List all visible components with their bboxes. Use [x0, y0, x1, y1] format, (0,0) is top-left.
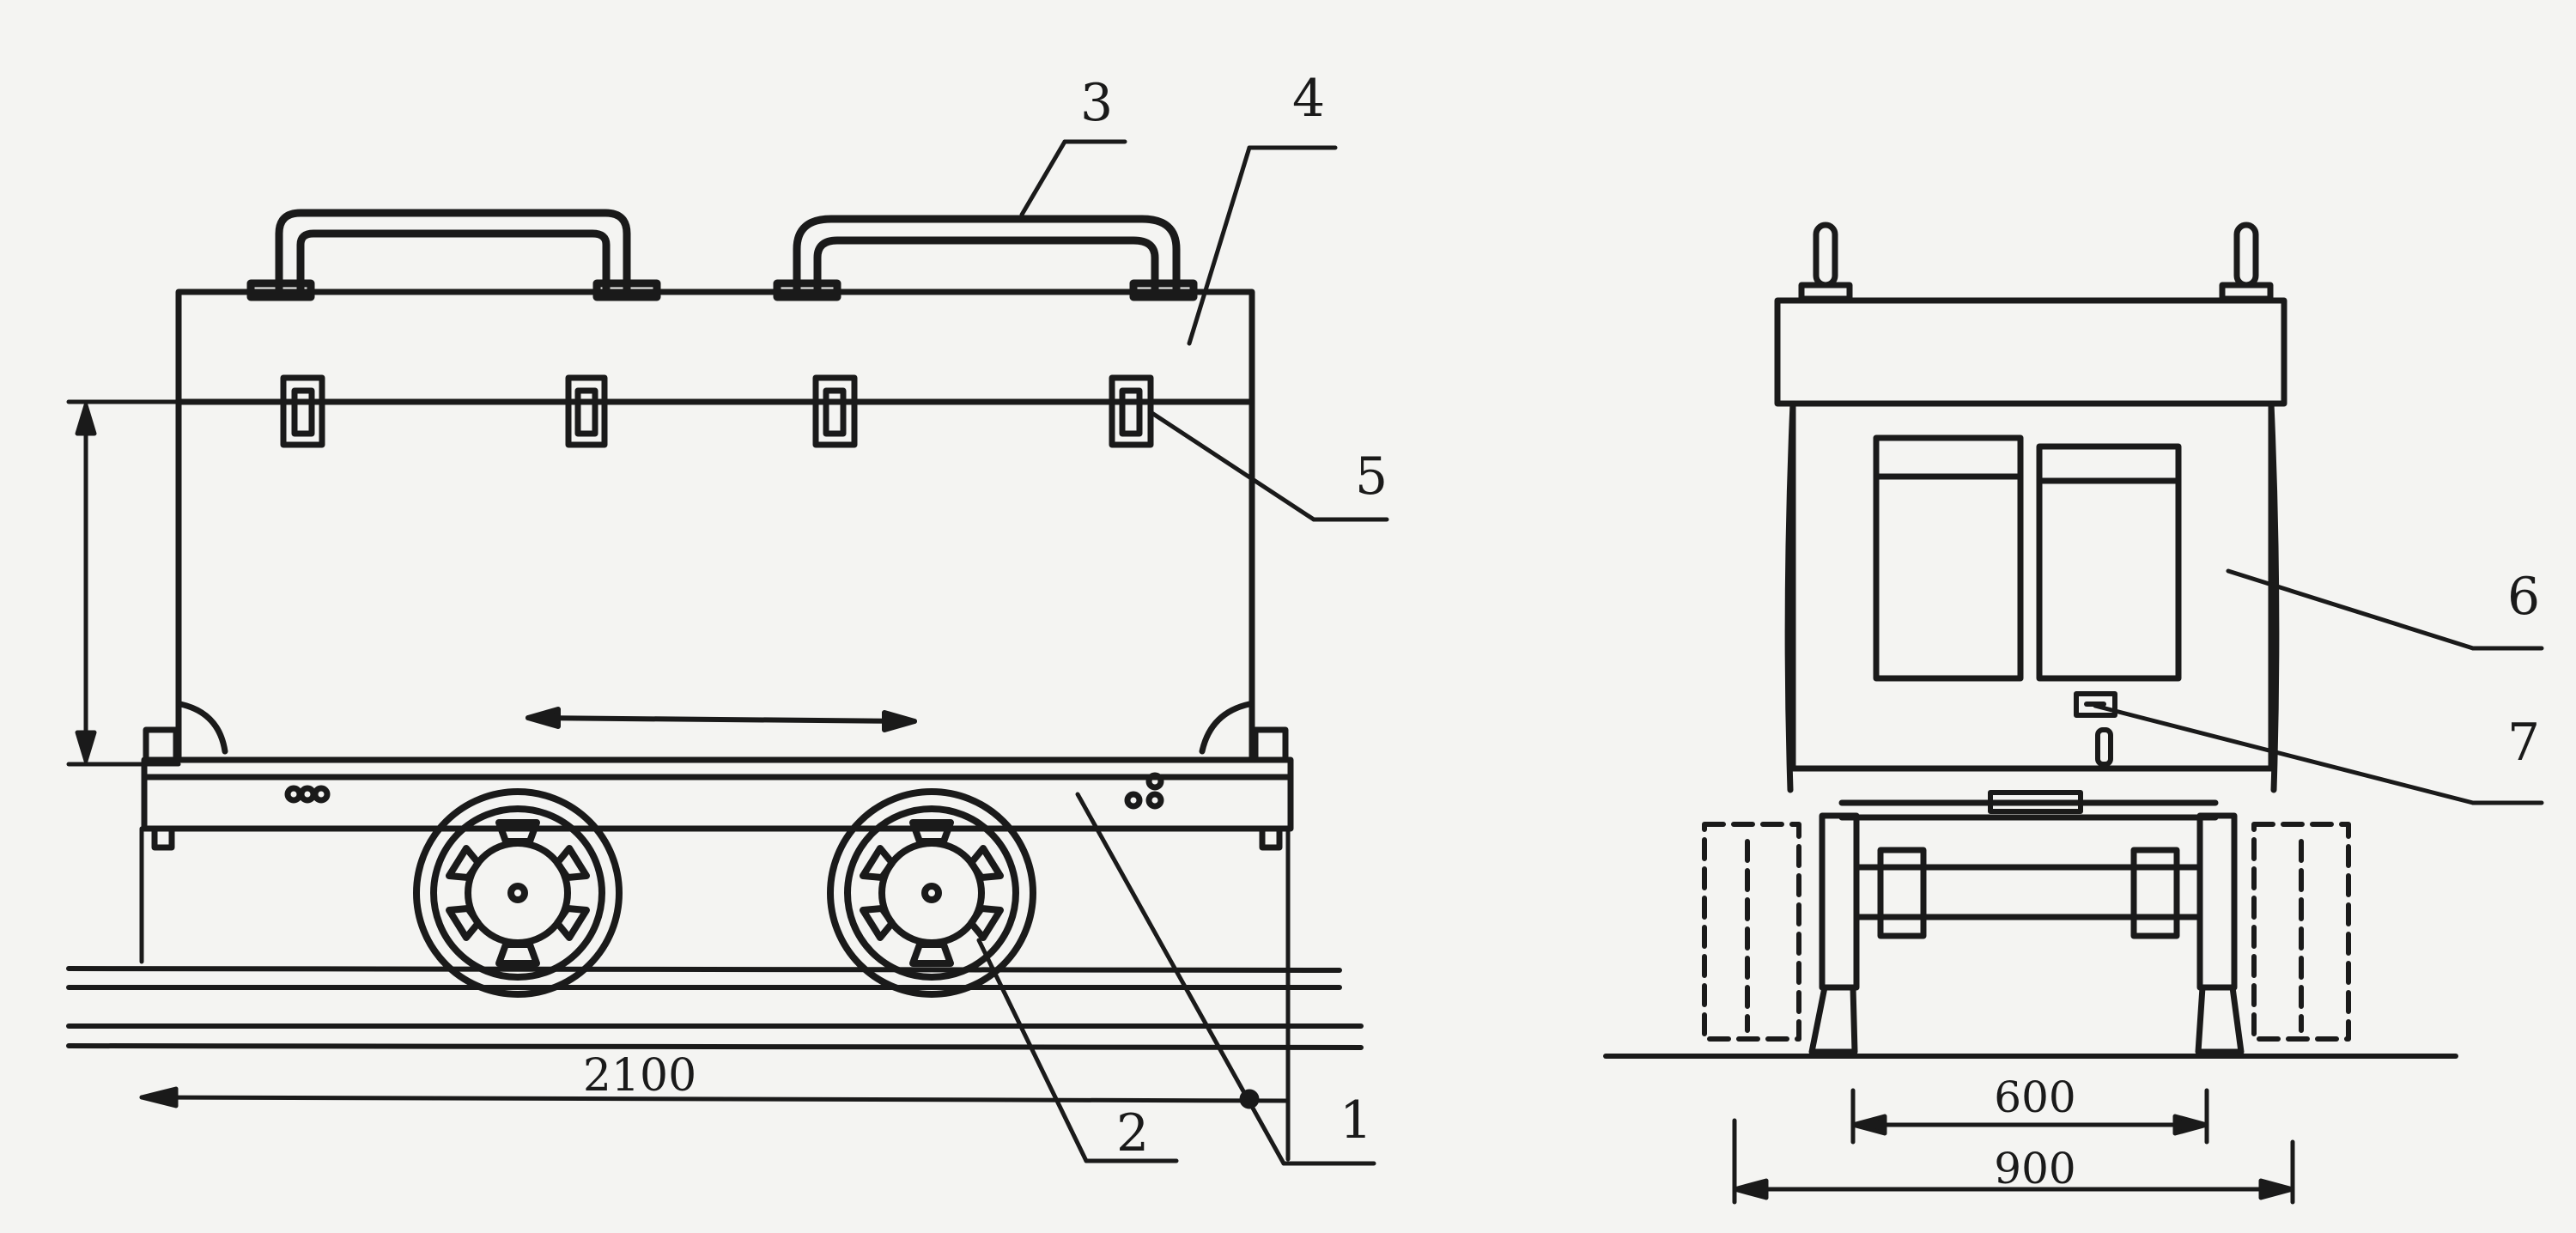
height-dimension: [66, 399, 181, 767]
lifting-handle-right: [773, 215, 1198, 301]
side-view: 2100: [66, 139, 1389, 1166]
dimension-gauge-label: 600: [1994, 1072, 2075, 1122]
end-body: [1774, 297, 2287, 793]
direction-arrow: [526, 707, 917, 732]
lid-latches: [280, 374, 1154, 448]
callout-6: 6: [2507, 567, 2540, 627]
connector-socket: [1988, 691, 2117, 814]
car-body: [175, 289, 1255, 763]
callout-4: 4: [1292, 69, 1325, 129]
chassis-frame: [141, 726, 1294, 851]
outer-wheels-dashed: [1702, 822, 2351, 1042]
axle-wheelset: [1808, 799, 2245, 1055]
dimension-width-label: 900: [1994, 1144, 2075, 1194]
leader-lines-side: [976, 139, 1389, 1166]
lifting-handle-left: [246, 209, 661, 301]
leader-lines-end: [2093, 568, 2544, 805]
length-dimension: [139, 826, 1291, 1162]
wheel-front: [413, 788, 623, 998]
callout-7: 7: [2507, 713, 2540, 773]
lifting-lugs: [1798, 222, 2274, 302]
callout-2: 2: [1116, 1103, 1149, 1163]
gauge-dimension: [1850, 1088, 2209, 1145]
dimension-length-label: 2100: [583, 1050, 696, 1102]
callout-labels: 1 2 3 4 5 6 7: [1080, 69, 2540, 1163]
end-view: 600 900: [1603, 222, 2544, 1205]
wheel-rear: [827, 788, 1036, 998]
width-dimension: [1732, 1118, 2295, 1205]
callout-1: 1: [1340, 1090, 1372, 1151]
callout-5: 5: [1355, 446, 1388, 507]
rail-track: [66, 966, 1364, 1050]
callout-3: 3: [1080, 73, 1113, 133]
end-door-panels: [1873, 434, 2182, 682]
